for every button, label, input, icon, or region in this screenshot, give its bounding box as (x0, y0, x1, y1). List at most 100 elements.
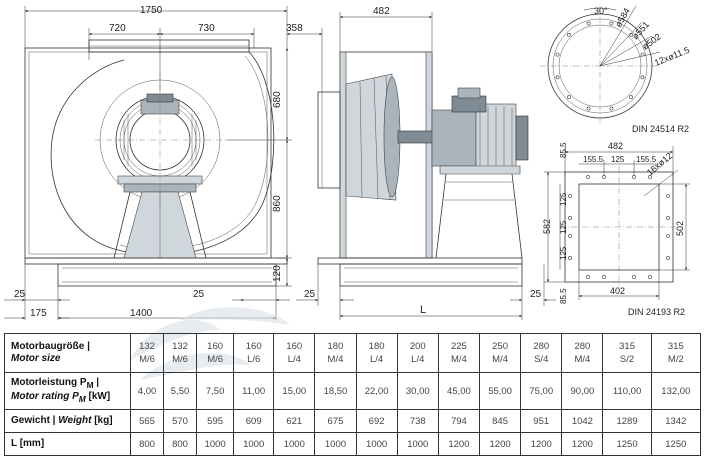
bolt-hole (640, 75, 645, 80)
motor-size-type: S/2 (619, 354, 635, 365)
length-cell: 1250 (650, 432, 702, 456)
bolt-hole (602, 175, 606, 179)
motor-size-frame: 280 (574, 341, 591, 352)
bolt-hole (632, 275, 636, 279)
length-cell: 1250 (602, 432, 652, 456)
bolt-hole (666, 256, 670, 260)
bolt-hole (609, 21, 614, 26)
motor-rating-cell: 11,00 (233, 372, 275, 410)
weight-cell: 951 (520, 409, 563, 433)
dim-sq-width: 482 (608, 141, 623, 151)
dim-sq-top-margin: 85.5 (559, 142, 568, 158)
weight-cell: 1289 (602, 409, 652, 433)
motor-rating-cell: 75,00 (520, 372, 563, 410)
bolt-hole (566, 95, 571, 100)
dim-flange-angle: 30° (594, 6, 608, 16)
front-view: 1750 720 730 (4, 5, 323, 320)
bolt-hole (648, 175, 652, 179)
weight-cell: 738 (396, 409, 439, 433)
motor-size-frame: 132 (139, 341, 155, 352)
motor-rating-cell: 22,00 (355, 372, 398, 410)
round-flange-standard: DIN 24514 R2 (632, 124, 689, 134)
motor-size-type: M/4 (574, 354, 591, 365)
motor-rating-cell: 15,00 (273, 372, 316, 410)
bolt-hole (602, 275, 606, 279)
bolt-hole (586, 175, 590, 179)
motor-rating-cell: 5,50 (163, 372, 198, 410)
length-cell: 1000 (196, 432, 235, 456)
motor-rating-cell: 55,00 (478, 372, 522, 410)
dim-overall-width: 1750 (140, 5, 163, 16)
dim-side-width: 482 (373, 6, 390, 17)
dim-side-right-margin: 25 (530, 289, 542, 300)
weight-cell: 794 (437, 409, 481, 433)
motor-size-frame: 315 (667, 341, 684, 352)
dim-sq-v1: 125 (559, 192, 568, 206)
motor-rating-cell: 30,00 (396, 372, 439, 410)
motor-size-frame: 160 (286, 341, 303, 352)
motor-size-frame: 160 (245, 341, 262, 352)
motor-size-type: L/6 (247, 354, 261, 365)
square-flange: 482 155.5 125 155.5 85.5 16xø12 582 125 … (542, 141, 690, 317)
motor-rating-cell: 18,50 (314, 372, 357, 410)
motor-size-frame: 200 (409, 341, 426, 352)
length-cell: 800 (129, 432, 165, 456)
weight-cell: 621 (273, 409, 316, 433)
weight-cell: 565 (129, 409, 165, 433)
dim-left-part: 720 (109, 23, 126, 34)
motor-rating-header: Motorleistung PM |Motor rating PM [kW] (4, 372, 131, 410)
bolt-hole (568, 256, 572, 260)
dim-sq-seg-mid: 125 (611, 155, 625, 164)
length-cell: 1000 (396, 432, 439, 456)
motor-size-frame: 180 (327, 341, 344, 352)
dim-flange-d3: ø502 (640, 31, 662, 51)
weight-cell: 692 (355, 409, 398, 433)
bolt-hole (568, 234, 572, 238)
motor-size-type: S/4 (534, 354, 549, 365)
motor-size-type: M/4 (492, 354, 508, 365)
motor-rating-cell: 110,00 (602, 372, 652, 410)
motor-size-frame: 280 (533, 341, 550, 352)
dim-side-left-margin: 25 (304, 289, 316, 300)
motor-rating-cell: 132,00 (650, 372, 702, 410)
bolt-hole (666, 216, 670, 220)
length-header: L [mm] (4, 432, 131, 456)
bolt-hole (648, 275, 652, 279)
dim-height-upper: 680 (272, 91, 283, 108)
dim-sq-seg-left: 155.5 (583, 155, 604, 164)
motor-size-type: L/4 (287, 354, 301, 365)
motor-size-type: M/4 (451, 354, 467, 365)
round-flange: 30° ø584 ø551 ø502 12xø11.5 DIN 24514 R2 (540, 5, 691, 134)
side-view: 482 (296, 6, 556, 320)
bolt-hole (629, 95, 634, 100)
bolt-hole (566, 32, 571, 37)
length-cell: 800 (163, 432, 198, 456)
motor-rating-cell: 45,00 (437, 372, 481, 410)
motor-size-type: M/2 (667, 354, 684, 365)
dim-sq-bottom-margin: 85.5 (559, 288, 568, 304)
bolt-hole (586, 106, 591, 111)
length-cell: 1000 (233, 432, 275, 456)
dim-length-symbol: L (420, 304, 426, 316)
motor-size-type: M/6 (139, 354, 155, 365)
bolt-hole (568, 194, 572, 198)
length-cell: 1000 (355, 432, 398, 456)
dim-sq-height: 582 (542, 219, 552, 234)
bolt-hole (586, 21, 591, 26)
square-flange-standard: DIN 24193 R2 (628, 307, 685, 317)
dim-sq-v2: 125 (559, 220, 568, 234)
motor-size-type: L/4 (411, 354, 425, 365)
bolt-hole (666, 234, 670, 238)
bolt-hole (586, 275, 590, 279)
bolt-hole (555, 52, 560, 57)
